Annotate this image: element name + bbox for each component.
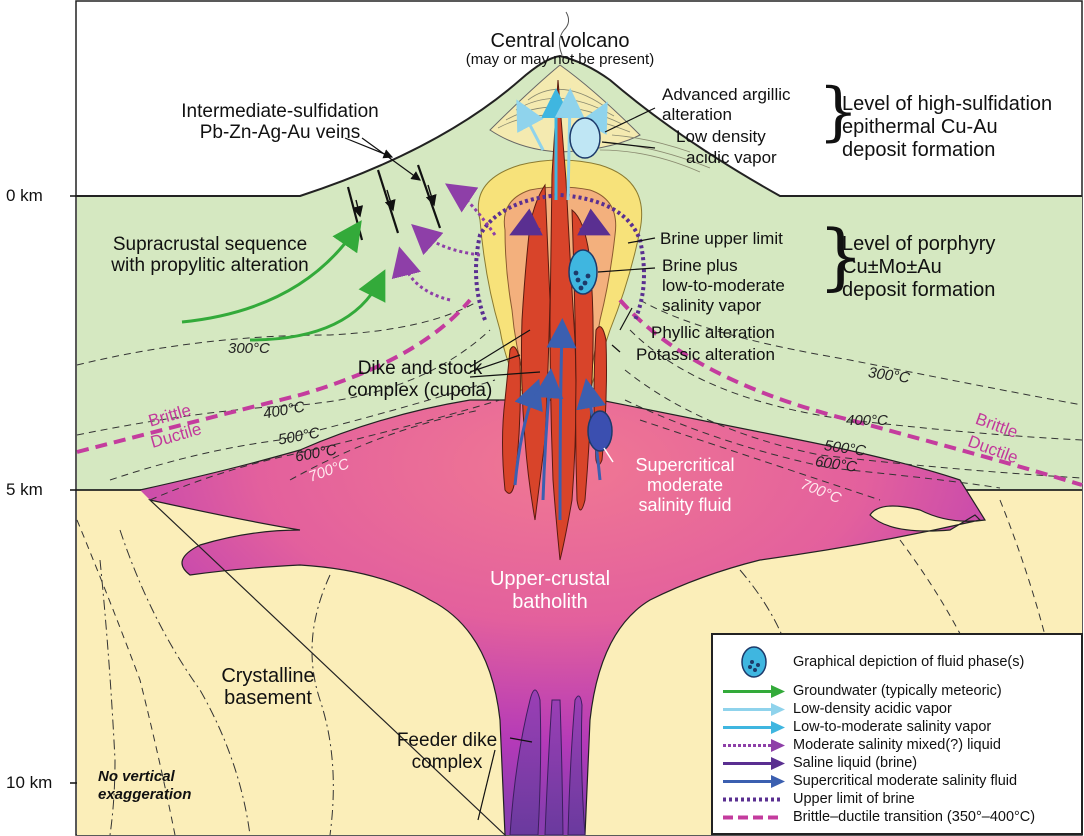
fluid-phase-icon (739, 645, 769, 679)
legend-row-low-density: Low-density acidic vapor (713, 701, 1081, 718)
legend-label-low-moderate: Low-to-moderate salinity vapor (793, 719, 991, 736)
hs-label-3: deposit formation (842, 139, 995, 161)
brine-plus-label-3: salinity vapor (662, 296, 761, 315)
isotherm-300-left: 300°C (228, 340, 270, 357)
legend-row-fluid: Graphical depiction of fluid phase(s) (713, 645, 1081, 679)
feeder-label-1: Feeder dike (382, 730, 512, 751)
porphyry-label-3: deposit formation (842, 279, 995, 301)
supracrustal-label-2: with propylitic alteration (70, 255, 350, 276)
adv-argillic-label-1: Advanced argillic (662, 85, 791, 104)
feeder-label-2: complex (382, 752, 512, 773)
supercritical-label-2: moderate (605, 475, 765, 495)
legend-panel: Graphical depiction of fluid phase(s) Gr… (711, 633, 1083, 835)
depth-0km: 0 km (6, 186, 43, 206)
legend-label-fluid: Graphical depiction of fluid phase(s) (793, 654, 1024, 671)
depth-10km: 10 km (6, 773, 52, 793)
supracrustal-label-1: Supracrustal sequence (70, 234, 350, 255)
depth-5km: 5 km (6, 480, 43, 500)
batholith-label-1: Upper-crustal (460, 568, 640, 590)
legend-label-groundwater: Groundwater (typically meteoric) (793, 683, 1002, 700)
low-density-vapor-oval (570, 118, 600, 158)
legend-label-low-density: Low-density acidic vapor (793, 701, 952, 718)
legend-label-brine-limit: Upper limit of brine (793, 791, 915, 808)
low-density-label-2: acidic vapor (686, 148, 777, 167)
legend-row-brittle-ductile: Brittle–ductile transition (350°–400°C) (713, 809, 1081, 826)
supercritical-label-3: salinity fluid (605, 495, 765, 515)
brittle-ductile-line-icon (721, 809, 787, 826)
no-vert-label-1: No vertical (98, 769, 175, 786)
brine-limit-line-icon (721, 791, 787, 808)
potassic-label: Potassic alteration (636, 345, 775, 364)
legend-row-mixed-liquid: Moderate salinity mixed(?) liquid (713, 737, 1081, 754)
legend-row-brine-limit: Upper limit of brine (713, 791, 1081, 808)
volcano-note: (may or may not be present) (420, 52, 700, 69)
legend-label-mixed-liquid: Moderate salinity mixed(?) liquid (793, 737, 1001, 754)
legend-row-brine: Saline liquid (brine) (713, 755, 1081, 772)
low-density-label-1: Low density (676, 127, 766, 146)
legend-row-groundwater: Groundwater (typically meteoric) (713, 683, 1081, 700)
batholith-label-2: batholith (460, 591, 640, 613)
porphyry-label-2: Cu±Mo±Au (842, 256, 942, 278)
legend-row-low-moderate: Low-to-moderate salinity vapor (713, 719, 1081, 736)
mixed-liquid-arrow-icon (721, 737, 787, 754)
legend-label-supercritical: Supercritical moderate salinity fluid (793, 773, 1017, 790)
legend-row-supercritical: Supercritical moderate salinity fluid (713, 773, 1081, 790)
low-density-arrow-icon (721, 701, 787, 718)
veins-label-1: Intermediate-sulfidation (150, 101, 410, 122)
adv-argillic-label-2: alteration (662, 105, 732, 124)
basement-label-1: Crystalline (198, 665, 338, 687)
no-vert-label-2: exaggeration (98, 787, 191, 804)
veins-label-2: Pb-Zn-Ag-Au veins (150, 122, 410, 143)
porphyry-label-1: Level of porphyry (842, 233, 995, 255)
brine-arrow-icon (721, 755, 787, 772)
supercritical-label-1: Supercritical (605, 455, 765, 475)
legend-label-brine: Saline liquid (brine) (793, 755, 917, 772)
volcano-title: Central volcano (440, 30, 680, 52)
dike-label-1: Dike and stock (340, 358, 500, 379)
supercritical-oval (588, 411, 612, 451)
phyllic-label: Phyllic alteration (651, 323, 775, 342)
groundwater-arrow-icon (721, 683, 787, 700)
brine-upper-label: Brine upper limit (660, 229, 783, 248)
isotherm-400-right: 400°C (846, 412, 888, 429)
legend-label-brittle-ductile: Brittle–ductile transition (350°–400°C) (793, 809, 1035, 826)
hs-label-2: epithermal Cu-Au (842, 116, 998, 138)
dike-label-2: complex (cupola) (335, 380, 505, 401)
low-moderate-arrow-icon (721, 719, 787, 736)
basement-label-2: basement (198, 687, 338, 709)
hs-label-1: Level of high-sulfidation (842, 93, 1052, 115)
supercritical-arrow-icon (721, 773, 787, 790)
brine-plus-label-2: low-to-moderate (662, 276, 785, 295)
brine-plus-label-1: Brine plus (662, 256, 738, 275)
